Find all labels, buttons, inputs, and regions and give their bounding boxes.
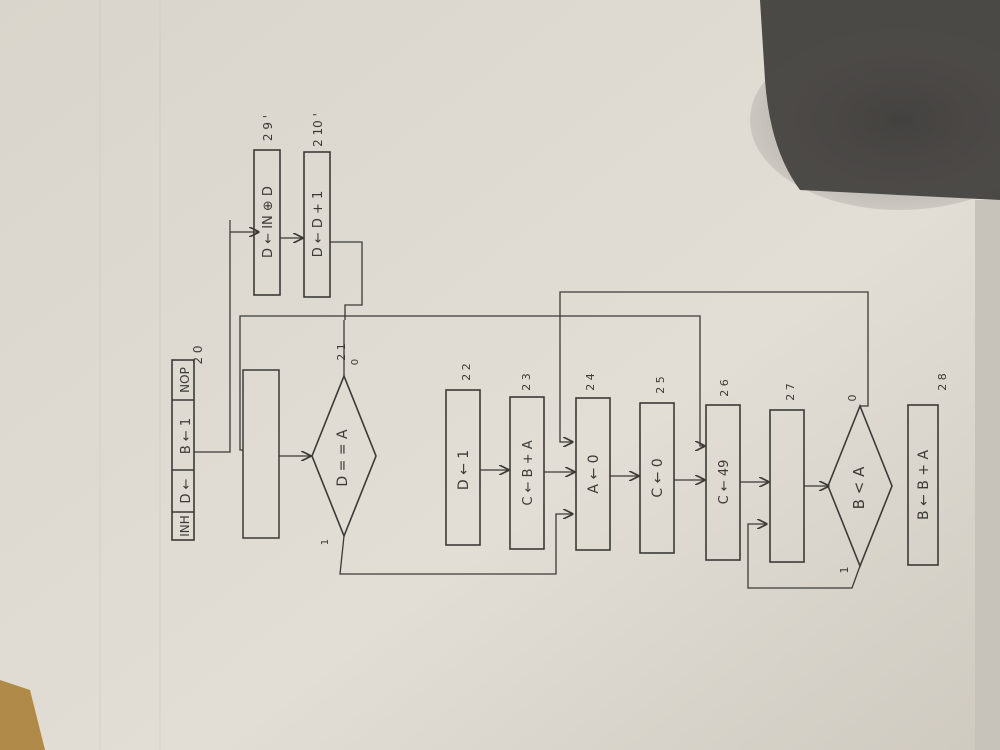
- box-23-text: C ← B + A: [521, 440, 536, 505]
- state-label-29: 2 9 ': [261, 115, 275, 141]
- state-label-25: 2 5: [654, 376, 667, 394]
- box-26-text: C ← 49: [717, 460, 732, 505]
- state-label-27: 2 7: [784, 383, 797, 401]
- box-28-text: B ← B + A: [916, 450, 932, 520]
- op-b-assign: B ← 1: [179, 418, 194, 454]
- state-label-26: 2 6: [718, 379, 731, 397]
- decision-2-no: 0: [846, 395, 859, 402]
- state-label-210: 2 10 ': [311, 113, 325, 147]
- box-28: B ← B + A 2 8: [907, 373, 949, 566]
- op-nop: NOP: [178, 367, 192, 393]
- wood-corner: [0, 680, 45, 750]
- side-box-a-text: D ← IN ⊕ D: [261, 186, 276, 258]
- state-label-21: 2 1: [335, 343, 348, 361]
- op-d-assign: D ←: [179, 478, 194, 503]
- decision-2-yes: 1: [838, 567, 851, 574]
- box-24-text: A ← 0: [586, 454, 602, 493]
- box-25-text: C ← 0: [650, 458, 666, 497]
- state-label-22: 2 2: [460, 363, 473, 381]
- decision-1-no: 0: [350, 359, 361, 365]
- op-inh: INH: [178, 515, 192, 537]
- decision-b-lt-a: B < A 0 1: [827, 395, 893, 574]
- decision-d-eq-a: D = = A 2 1 0 1: [311, 343, 377, 545]
- decision-1-text: D = = A: [335, 429, 351, 487]
- paper-edge-right: [975, 200, 1000, 750]
- box-23: C ← B + A 2 3: [509, 373, 545, 550]
- box-22: D ← 1 2 2: [445, 363, 481, 546]
- box-24: A ← 0 2 4: [575, 373, 611, 551]
- side-box-a: D ← IN ⊕ D 2 9 ': [253, 115, 281, 296]
- state-label-23: 2 3: [520, 373, 533, 391]
- state-label-28: 2 8: [936, 373, 949, 391]
- decision-2-text: B < A: [850, 466, 868, 509]
- state-20-row: INH D ← B ← 1 NOP 2 0: [171, 345, 205, 541]
- side-box-b-text: D ← D + 1: [311, 191, 326, 258]
- state-label-20: 2 0: [191, 345, 205, 364]
- decision-1-yes: 1: [320, 539, 331, 545]
- state-label-24: 2 4: [584, 373, 597, 391]
- box-25: C ← 0 2 5: [639, 376, 675, 554]
- empty-box-1: [242, 369, 280, 539]
- side-box-b: D ← D + 1 2 10 ': [303, 113, 331, 298]
- box-22-text: D ← 1: [456, 450, 472, 490]
